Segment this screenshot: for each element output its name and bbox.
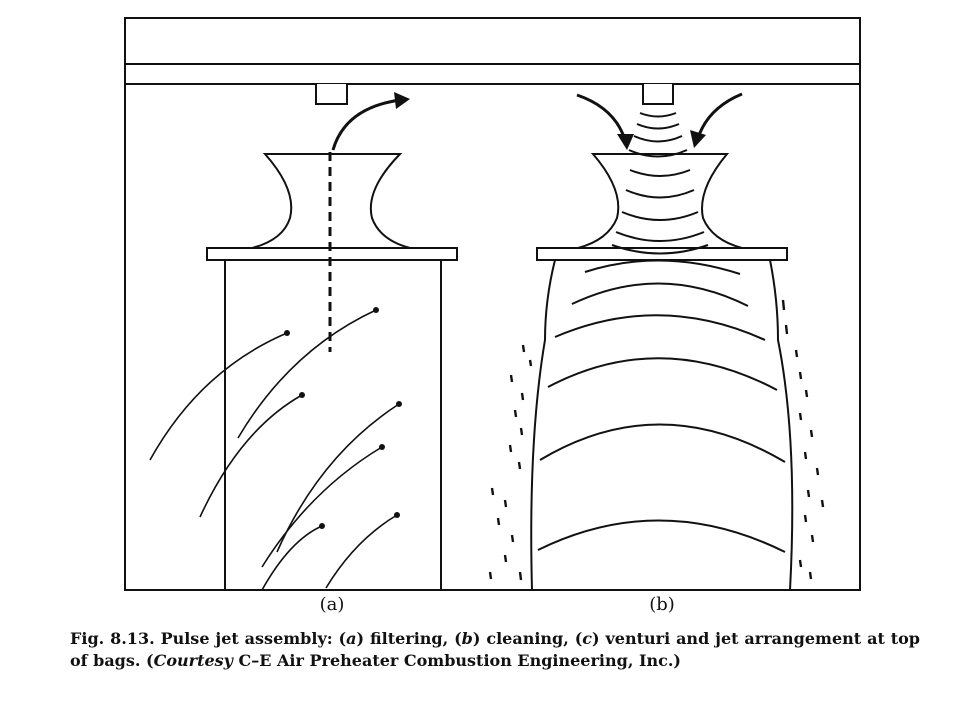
panel-label-b: (b) — [649, 594, 675, 615]
panel-label-a: (a) — [319, 594, 345, 615]
inflow-arrow-right — [696, 92, 743, 139]
inflow-arrow-left — [576, 93, 627, 141]
flow-streaks-a — [149, 309, 400, 591]
venturi-b — [577, 153, 743, 249]
flange-a — [206, 247, 458, 261]
nozzle-a — [315, 84, 348, 105]
bag-b — [530, 259, 556, 591]
pulse-waves-b — [537, 112, 786, 553]
nozzle-b — [642, 84, 674, 105]
bag-a — [224, 259, 442, 591]
inflow-arrowhead-right — [690, 130, 706, 148]
housing-frame — [124, 17, 861, 591]
inflow-arrowhead-left — [617, 134, 634, 150]
exhaust-arrowhead-a — [394, 92, 410, 109]
exhaust-arrow-a — [331, 98, 401, 151]
dust-particles-b — [488, 299, 825, 581]
bag-b-right — [769, 259, 794, 591]
figure-caption: Fig. 8.13. Pulse jet assembly: (a) filte… — [70, 629, 920, 670]
caption-number: Fig. 8.13. — [70, 629, 155, 648]
streak-dots-a — [284, 307, 402, 529]
